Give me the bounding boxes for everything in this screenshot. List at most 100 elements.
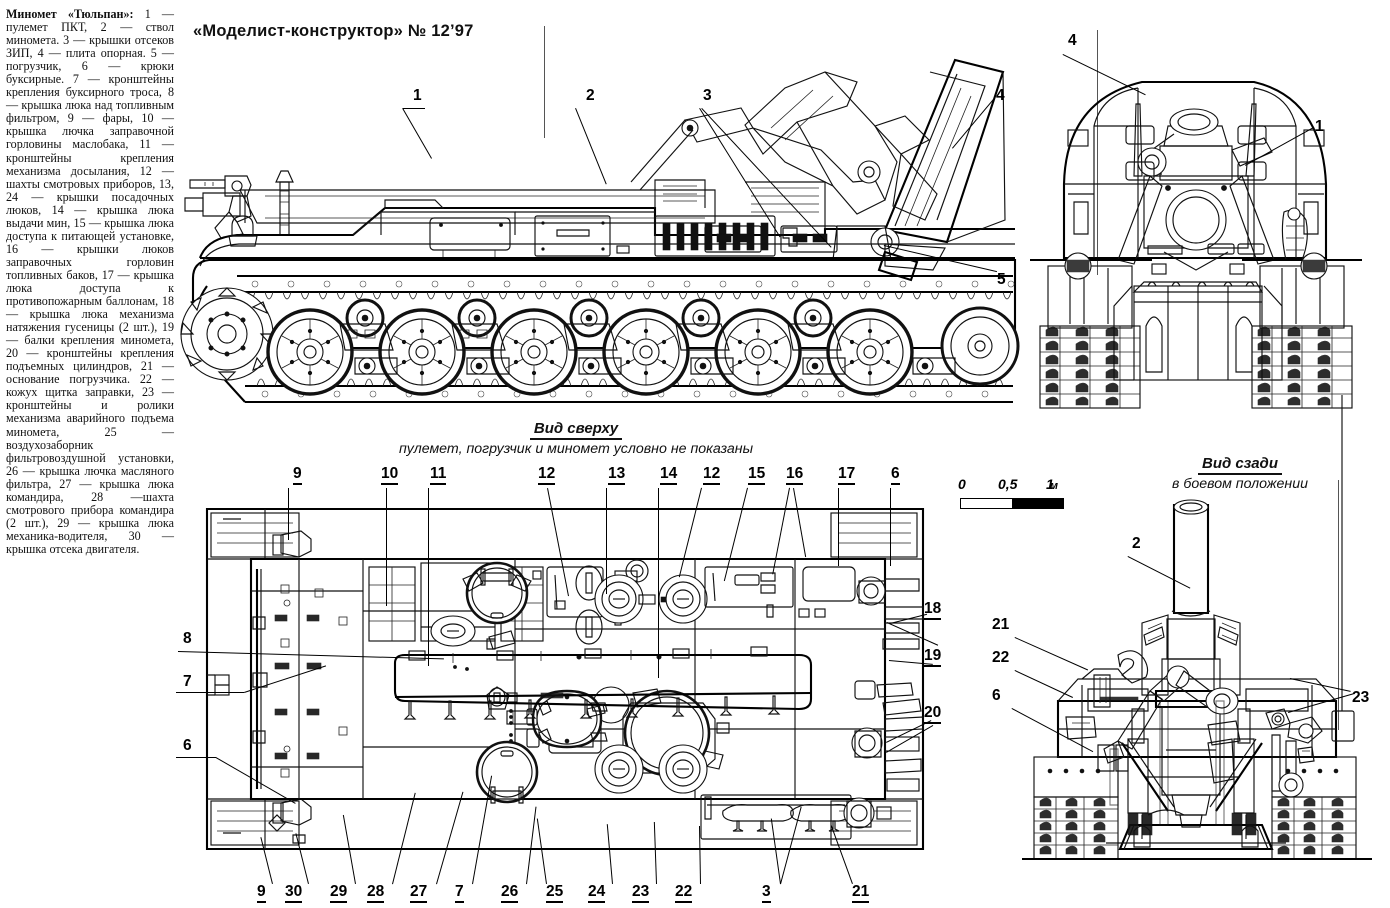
rear-callout-2: 2 (1132, 535, 1141, 552)
headlights-top (272, 530, 312, 826)
top-leader-7a (176, 692, 244, 694)
top-view-title: Вид сверху (529, 420, 623, 440)
mortar-barrel-side (184, 170, 716, 236)
top-callout-13: 13 (608, 466, 626, 485)
rear-view-subtitle: в боевом положении (1172, 476, 1308, 492)
top-callout-21b: 21 (852, 884, 870, 903)
register-mark-top (544, 26, 545, 138)
top-callout-25: 25 (546, 884, 564, 903)
front-running-gear (1030, 243, 1362, 409)
top-callout-7b: 7 (455, 884, 464, 903)
top-callout-29: 29 (330, 884, 348, 903)
legend-caption: Миномет «Тюльпан»: 1 — пулемет ПКТ, 2 — … (6, 7, 174, 900)
rear-callout-6: 6 (992, 687, 1001, 704)
top-crew-hatches (462, 561, 708, 804)
front-callout-4: 4 (1068, 32, 1077, 49)
scale-label-half: 0,5 (998, 476, 1018, 492)
side-callout-4: 4 (996, 87, 1005, 104)
top-callout-23: 23 (632, 884, 650, 903)
magazine-masthead: «Моделист-конструктор» № 12’97 (193, 22, 474, 40)
rear-track-right (1271, 796, 1357, 860)
top-callout-17: 17 (838, 466, 856, 485)
top-leader-11 (428, 488, 430, 666)
rear-view-title: Вид сзади (1197, 455, 1282, 475)
rear-view-drawing (1022, 395, 1372, 870)
tow-cable-brackets-top (252, 569, 348, 789)
top-callout-8: 8 (183, 630, 192, 647)
rear-hydraulics (1103, 665, 1304, 836)
side-callout-5: 5 (997, 271, 1006, 288)
scale-bar-graphic (960, 498, 1064, 509)
rear-callout-22: 22 (992, 649, 1010, 666)
side-leader-1 (403, 108, 425, 110)
top-leader-13 (606, 488, 608, 594)
top-callout-19: 19 (924, 648, 942, 667)
rear-view-title-block: Вид сзади в боевом положении (1108, 455, 1372, 492)
return-rollers-side (345, 298, 833, 338)
top-callout-6a: 6 (891, 466, 900, 485)
top-callout-28: 28 (367, 884, 385, 903)
top-leader-14 (658, 488, 660, 678)
legend-body: 1 — пулемет ПКТ, 2 — ствол миномета. 3 —… (6, 7, 174, 556)
rear-running-gear (1022, 756, 1372, 861)
top-leader-17 (838, 488, 840, 566)
front-view-drawing (1022, 34, 1370, 414)
top-view-drawing (195, 497, 935, 862)
top-right-fittings (851, 576, 924, 792)
side-view-drawing (180, 30, 1020, 420)
rear-track-left (1033, 796, 1119, 860)
register-mark-front (1097, 30, 1098, 275)
mortar-beams-top (393, 646, 813, 725)
top-callout-10: 10 (381, 466, 399, 485)
top-callout-22: 22 (675, 884, 693, 903)
top-callout-9a: 9 (293, 466, 302, 485)
rear-hull-plate (1056, 395, 1355, 772)
mortar-cradle-front (1117, 103, 1275, 265)
top-leader-9a (288, 488, 290, 540)
top-callout-7a: 7 (183, 673, 192, 690)
top-callout-9b: 9 (257, 884, 266, 903)
rear-callout-23: 23 (1352, 689, 1370, 706)
zip-boxes-side (704, 225, 838, 253)
top-leader-10 (386, 488, 388, 606)
top-callout-12a: 12 (538, 466, 556, 485)
rear-callout-21: 21 (992, 616, 1010, 633)
top-leader-6a (890, 488, 892, 566)
rear-cradle (1141, 614, 1241, 696)
loader-assembly-side (630, 71, 946, 282)
side-callout-2: 2 (586, 87, 595, 104)
machine-gun-side (189, 175, 252, 239)
top-callout-18: 18 (924, 601, 942, 620)
top-view-title-block: Вид сверху пулемет, погрузчик и миномет … (352, 420, 800, 457)
top-callout-6b: 6 (183, 737, 192, 754)
register-mark-rear (1338, 480, 1339, 730)
top-callout-12b: 12 (703, 466, 721, 485)
top-callout-16: 16 (786, 466, 804, 485)
top-callout-15: 15 (748, 466, 766, 485)
side-callout-3: 3 (703, 87, 712, 104)
top-view-subtitle: пулемет, погрузчик и миномет условно не … (398, 441, 754, 457)
front-callout-1: 1 (1315, 118, 1324, 135)
scale-labels: 0 0,5 1 м (958, 476, 1070, 494)
top-callout-11: 11 (430, 466, 447, 485)
suspension-brackets-side (339, 323, 956, 375)
legend-heading: Миномет «Тюльпан»: (6, 7, 134, 21)
top-callout-26: 26 (501, 884, 519, 903)
scale-label-one: 1 м (1046, 476, 1059, 492)
top-rear-deck (700, 566, 892, 840)
scale-bar: 0 0,5 1 м (958, 476, 1070, 522)
top-callout-14: 14 (660, 466, 678, 485)
drive-sprocket-side (180, 287, 274, 381)
top-leader-6b (176, 757, 216, 759)
track-pattern-right (1251, 325, 1353, 409)
top-callout-3b: 3 (762, 884, 771, 903)
top-callout-27: 27 (410, 884, 428, 903)
top-callout-30: 30 (285, 884, 303, 903)
base-plate-side (883, 58, 1006, 244)
machine-gun-front (1281, 207, 1308, 261)
top-callout-24: 24 (588, 884, 606, 903)
track-pattern-left (1039, 325, 1141, 409)
top-callout-20: 20 (924, 705, 942, 724)
road-wheels-side (266, 306, 1020, 396)
